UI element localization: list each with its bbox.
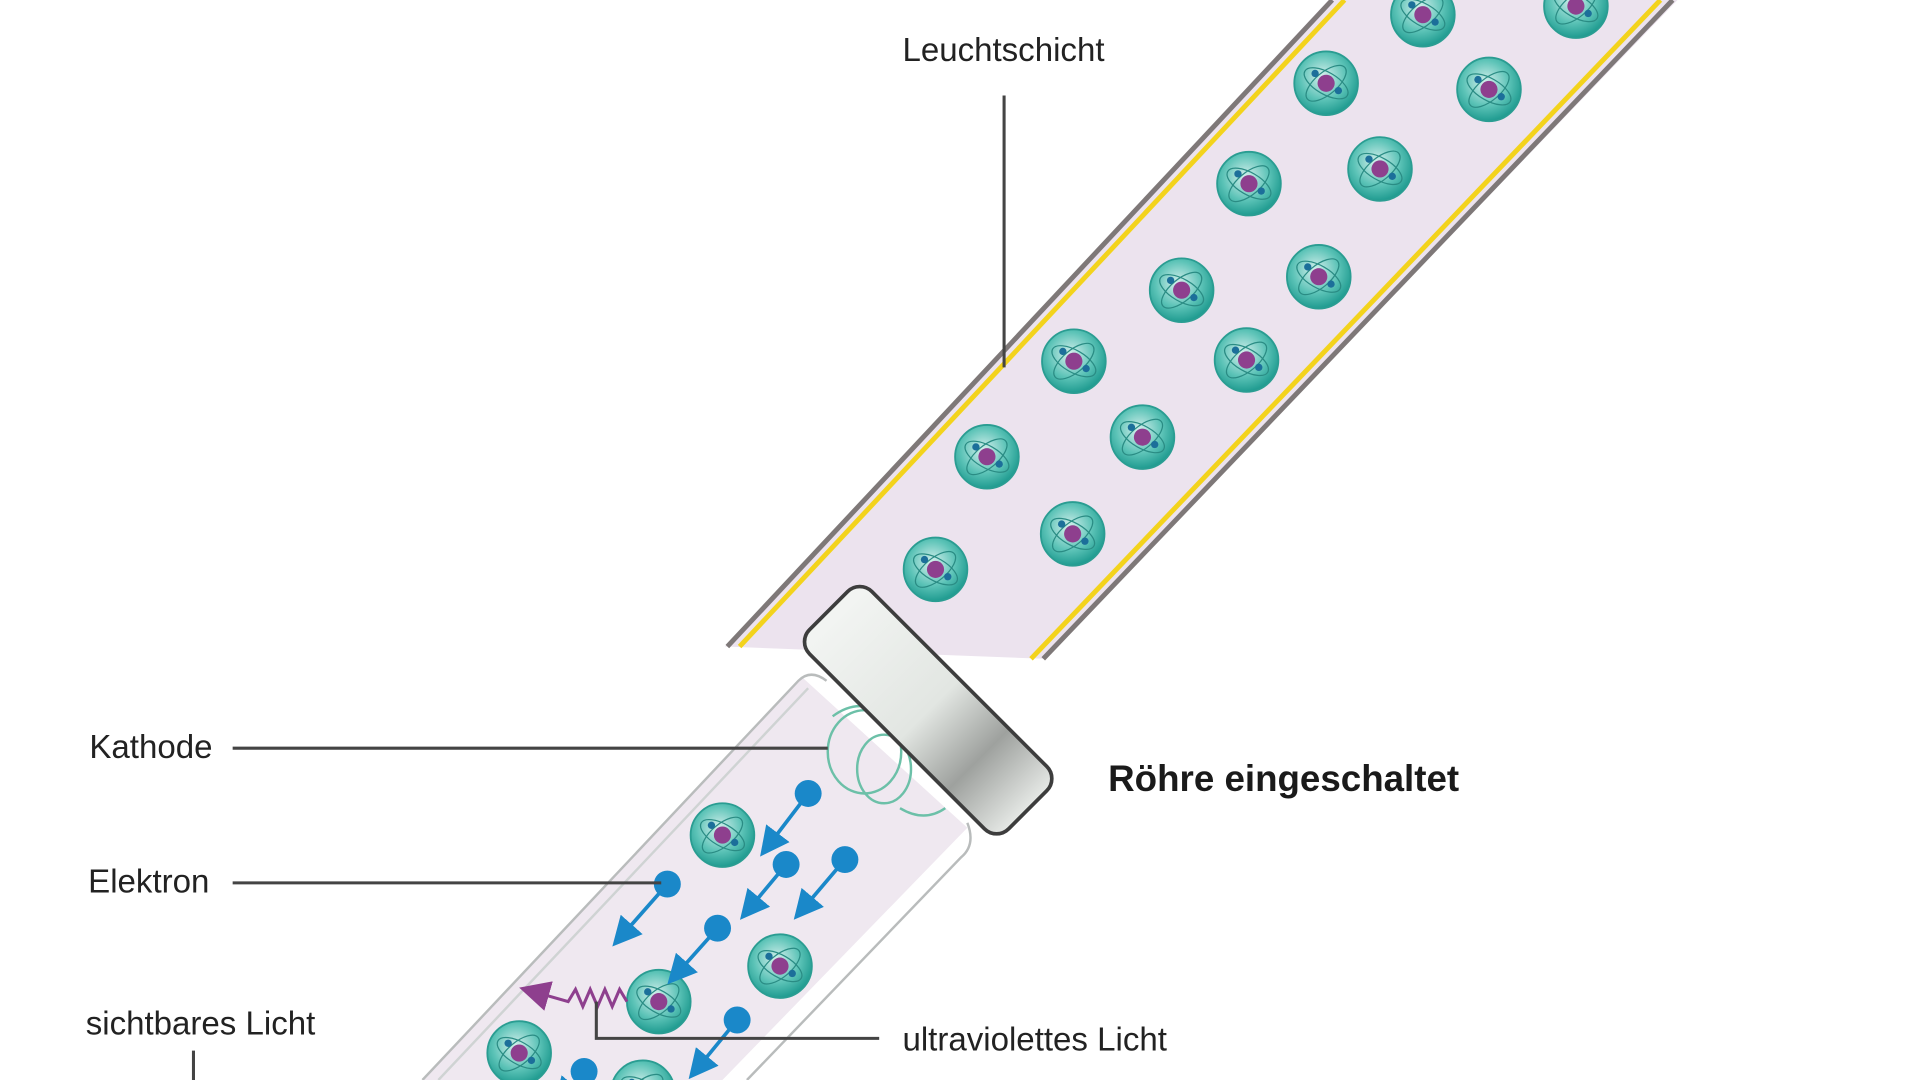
diagram-title: Röhre eingeschaltet — [1108, 758, 1459, 799]
tube-end-cap — [802, 584, 1054, 836]
phosphor-layer-left — [737, 0, 1347, 649]
atom-icon — [1213, 327, 1280, 393]
electron-icon — [553, 1057, 598, 1080]
upper-tube — [724, 0, 1678, 661]
atom-icon — [626, 968, 692, 1035]
atom-icon — [1041, 328, 1107, 394]
atom-icon — [1543, 0, 1609, 39]
atom-icon — [1390, 0, 1456, 48]
atom-icon — [1456, 56, 1522, 123]
atom-icon — [689, 802, 756, 868]
atom-icon — [747, 933, 813, 999]
label-electron: Elektron — [88, 864, 209, 901]
glass-outline — [421, 673, 828, 1080]
phosphor-layer-right — [1029, 0, 1663, 661]
atom-icon — [1286, 243, 1352, 310]
atom-icon — [1347, 136, 1413, 202]
label-cathode: Kathode — [89, 729, 212, 766]
uv-wave — [519, 981, 629, 1011]
tube-glass-body — [724, 0, 1678, 659]
atom-icon — [1216, 150, 1282, 217]
lower-tube — [421, 673, 972, 1080]
label-visible-light: sichtbares Licht — [86, 1006, 316, 1043]
electron-icon — [667, 914, 732, 985]
label-phosphor-layer: Leuchtschicht — [902, 32, 1104, 69]
atom-icon — [486, 1020, 552, 1080]
atom-icon — [954, 423, 1020, 490]
atom-icon — [902, 536, 969, 603]
atom-icon — [1148, 257, 1215, 323]
atom-icon — [1039, 501, 1106, 567]
glass-wall-right — [1041, 0, 1675, 661]
label-ultraviolet-light: ultraviolettes Licht — [902, 1022, 1167, 1059]
electron-icon — [688, 1006, 751, 1080]
electron-icon — [793, 846, 859, 920]
mercury-atoms — [486, 0, 1609, 1080]
tube-glass-body — [422, 677, 968, 1080]
glass-wall-left — [725, 0, 1335, 649]
ultraviolet-light-leader — [594, 1001, 880, 1040]
electron-icon — [760, 780, 822, 857]
atom-icon — [1293, 50, 1359, 117]
glass-outline — [746, 822, 972, 1080]
atom-icon — [1109, 404, 1176, 470]
electron-icon — [612, 870, 681, 947]
electron-icon — [739, 851, 800, 920]
electrons — [553, 780, 859, 1080]
